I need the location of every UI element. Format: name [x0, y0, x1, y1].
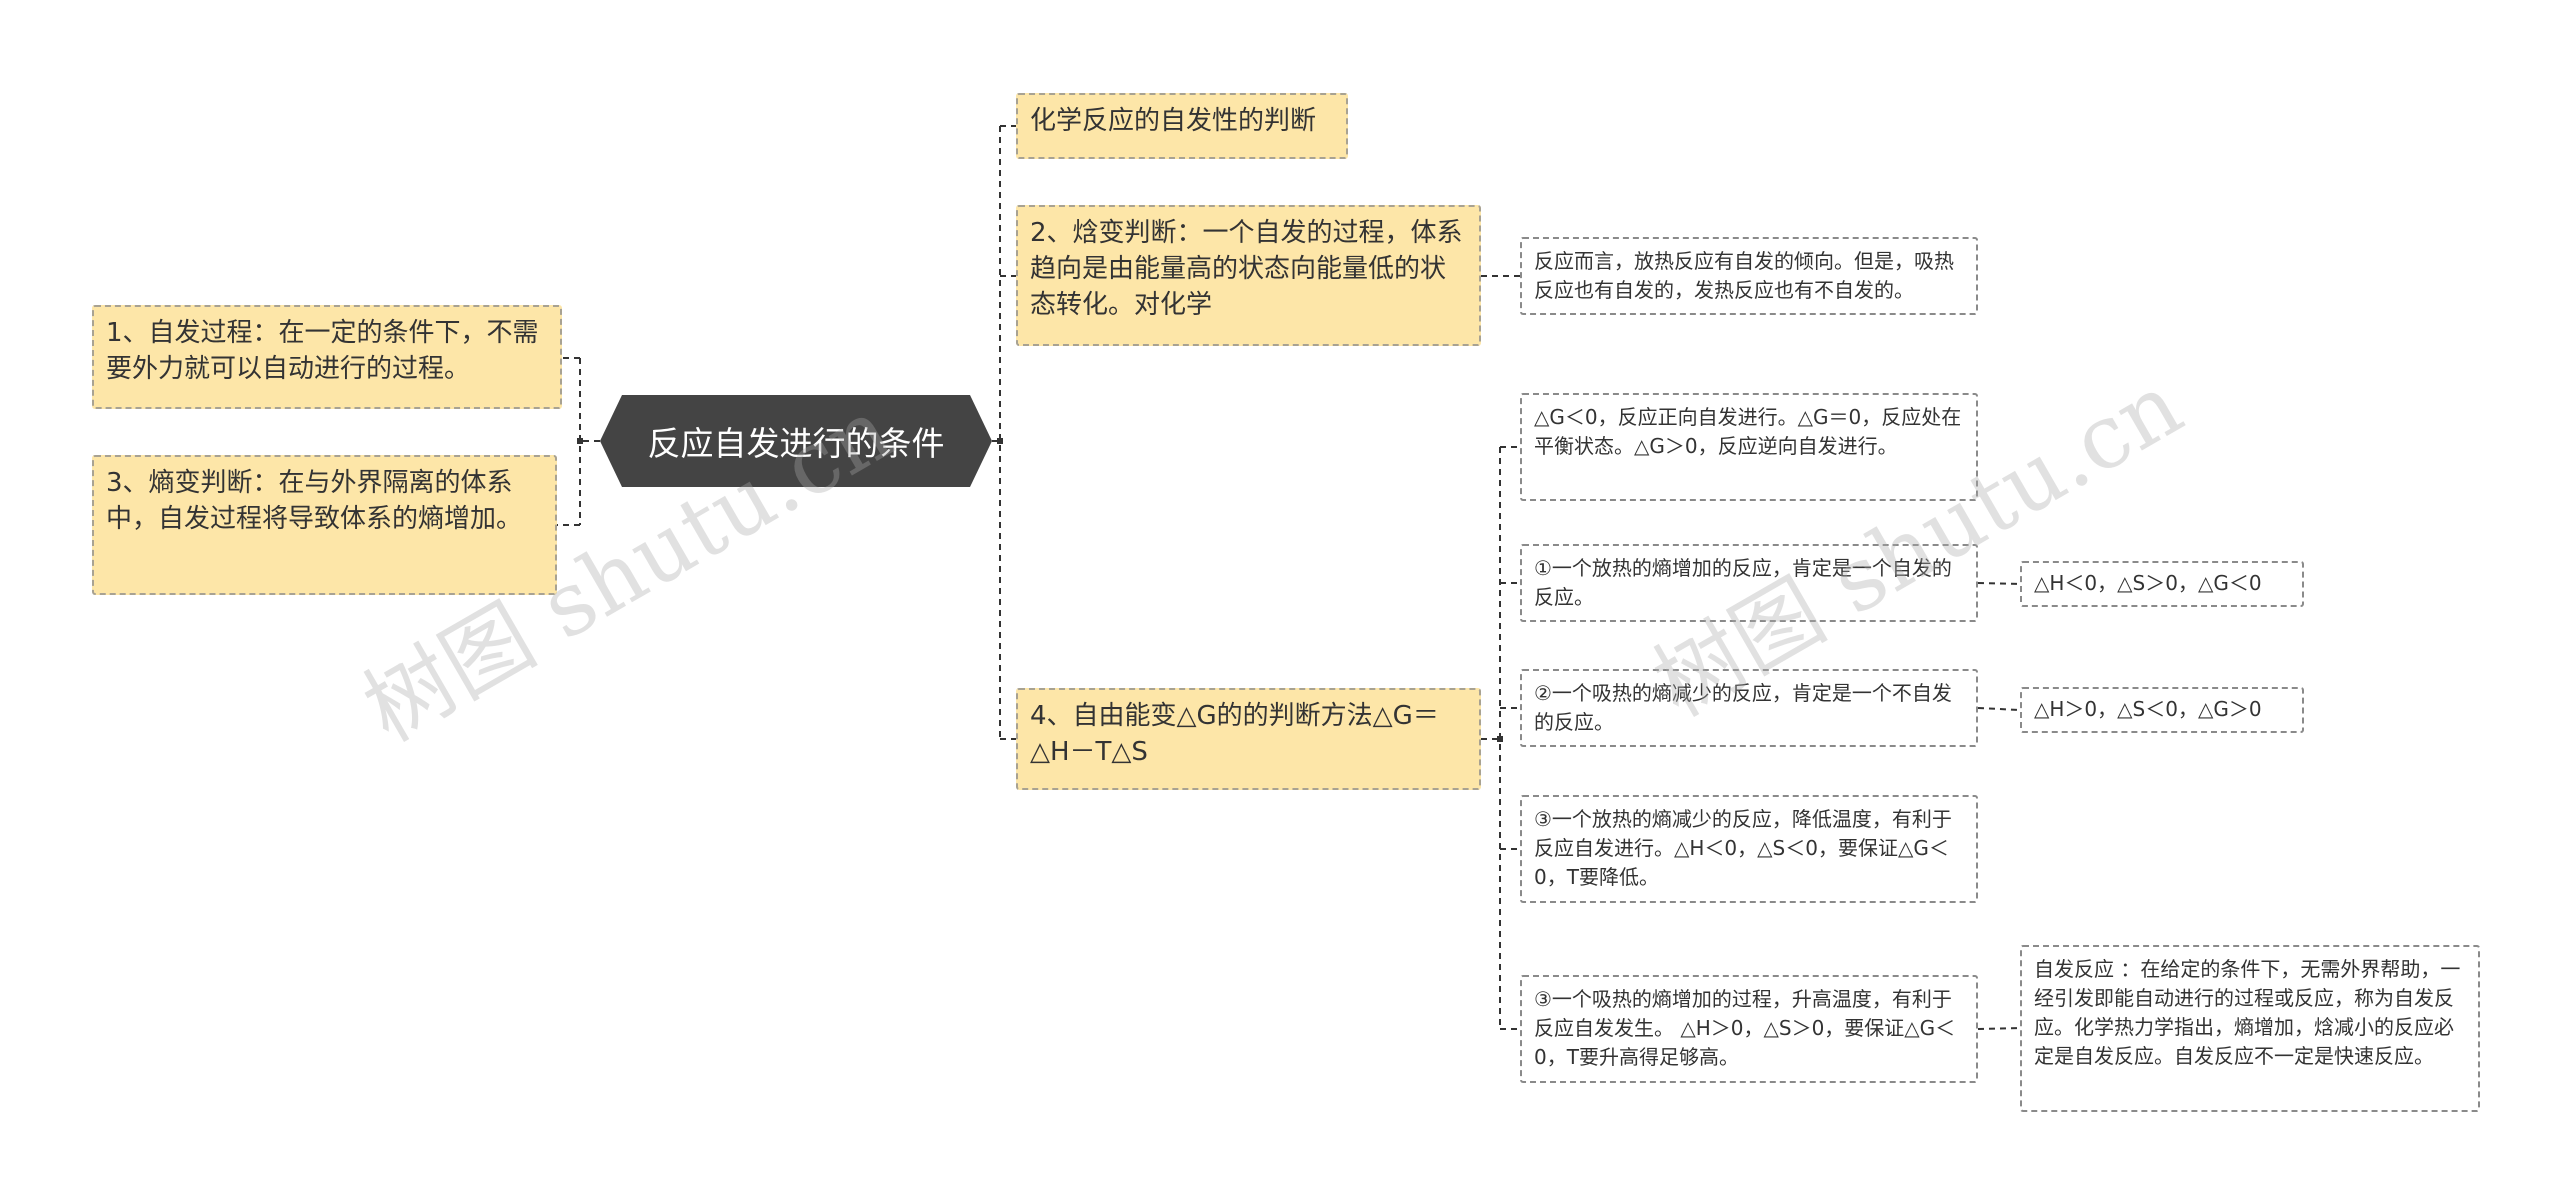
- node-text: 自发反应 ：在给定的条件下，无需外界帮助，一经引发即能自动进行的过程或反应，称为…: [2034, 957, 2461, 1068]
- endothermic-entropy-decrease-node[interactable]: ②一个吸热的熵减少的反应，肯定是一个不自发的反应。: [1520, 669, 1978, 747]
- node-text: ①一个放热的熵增加的反应，肯定是一个自发的反应。: [1534, 556, 1952, 609]
- connector: [1977, 582, 2021, 585]
- left-node-entropy-judgment[interactable]: 3、熵变判断：在与外界隔离的体系中，自发过程将导致体系的熵增加。: [92, 455, 557, 595]
- node-text: 3、熵变判断：在与外界隔离的体系中，自发过程将导致体系的熵增加。: [106, 468, 523, 534]
- root-node[interactable]: 反应自发进行的条件: [600, 395, 992, 487]
- exothermic-entropy-increase-node[interactable]: ①一个放热的熵增加的反应，肯定是一个自发的反应。: [1520, 544, 1978, 622]
- leaf-case-nonspontaneous[interactable]: △H＞0，△S＜0，△G＞0: [2020, 687, 2304, 733]
- right-node-gibbs-method[interactable]: 4、自由能变△G的的判断方法△G＝△H－T△S: [1016, 688, 1481, 790]
- connector: [1977, 707, 2021, 711]
- node-text: ③一个放热的熵减少的反应，降低温度，有利于反应自发进行。△H＜0，△S＜0，要保…: [1534, 807, 1952, 889]
- node-text: △G＜0，反应正向自发进行。△G＝0，反应处在平衡状态。△G＞0，反应逆向自发进…: [1534, 405, 1962, 458]
- root-label: 反应自发进行的条件: [647, 424, 945, 463]
- exothermic-entropy-decrease-node[interactable]: ③一个放热的熵减少的反应，降低温度，有利于反应自发进行。△H＜0，△S＜0，要保…: [1520, 795, 1978, 903]
- node-text: 4、自由能变△G的的判断方法△G＝△H－T△S: [1030, 701, 1439, 767]
- connector-joint: [577, 438, 583, 444]
- node-text: 2、焓变判断：一个自发的过程，体系趋向是由能量高的状态向能量低的状态转化。对化学: [1030, 218, 1463, 320]
- connector: [1977, 1027, 2021, 1030]
- connector-joint: [997, 438, 1003, 444]
- node-text: △H＜0，△S＞0，△G＜0: [2034, 571, 2262, 595]
- node-text: ②一个吸热的熵减少的反应，肯定是一个不自发的反应。: [1534, 681, 1952, 734]
- right-node-spontaneity-judgment[interactable]: 化学反应的自发性的判断: [1016, 93, 1348, 159]
- left-node-spontaneous-process[interactable]: 1、自发过程：在一定的条件下，不需要外力就可以自动进行的过程。: [92, 305, 562, 409]
- node-text: 1、自发过程：在一定的条件下，不需要外力就可以自动进行的过程。: [106, 318, 539, 384]
- node-text: 化学反应的自发性的判断: [1030, 106, 1317, 136]
- node-text: 反应而言，放热反应有自发的倾向。但是，吸热反应也有自发的，发热反应也有不自发的。: [1534, 249, 1954, 302]
- endothermic-entropy-increase-node[interactable]: ③一个吸热的熵增加的过程，升高温度，有利于反应自发发生。 △H＞0，△S＞0，要…: [1520, 975, 1978, 1083]
- right-node-enthalpy-judgment[interactable]: 2、焓变判断：一个自发的过程，体系趋向是由能量高的状态向能量低的状态转化。对化学: [1016, 205, 1481, 346]
- enthalpy-detail-node[interactable]: 反应而言，放热反应有自发的倾向。但是，吸热反应也有自发的，发热反应也有不自发的。: [1520, 237, 1978, 315]
- node-text: ③一个吸热的熵增加的过程，升高温度，有利于反应自发发生。 △H＞0，△S＞0，要…: [1534, 987, 1956, 1069]
- connector-joint: [1497, 736, 1503, 742]
- node-text: △H＞0，△S＜0，△G＞0: [2034, 697, 2262, 721]
- leaf-case-spontaneous[interactable]: △H＜0，△S＞0，△G＜0: [2020, 561, 2304, 607]
- gibbs-sign-node[interactable]: △G＜0，反应正向自发进行。△G＝0，反应处在平衡状态。△G＞0，反应逆向自发进…: [1520, 393, 1978, 501]
- leaf-spontaneous-reaction-definition[interactable]: 自发反应 ：在给定的条件下，无需外界帮助，一经引发即能自动进行的过程或反应，称为…: [2020, 945, 2480, 1112]
